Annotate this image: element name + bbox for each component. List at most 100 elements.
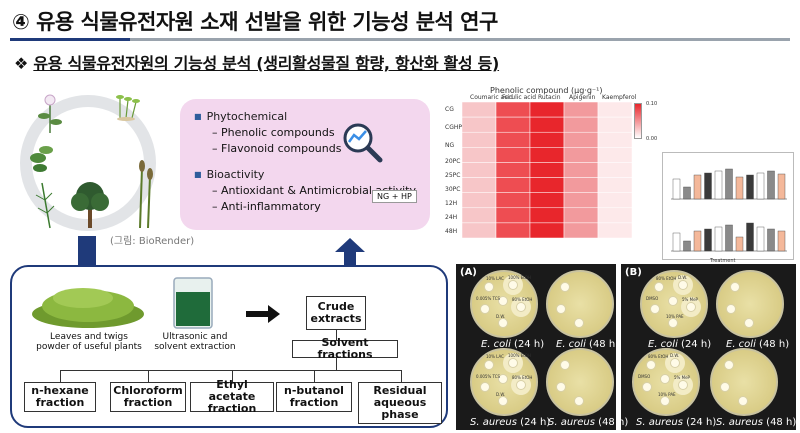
- heatmap-grid: [462, 102, 632, 238]
- section-subtitle: ❖ 유용 식물유전자원의 기능성 분석 (생리활성물질 함량, 항산화 활성 등…: [14, 50, 499, 74]
- antibiotic-disk: [560, 282, 570, 292]
- heatmap-cell: [563, 131, 599, 148]
- agar-plate: [710, 348, 778, 416]
- heatmap-cell: [563, 162, 599, 178]
- chloroform-fraction-box: Chloroform fraction: [110, 382, 186, 412]
- heatmap-cell: [462, 192, 497, 209]
- ic50-bar: [725, 224, 733, 252]
- antibiotic-disk: [484, 282, 494, 292]
- ic50-bar: [746, 222, 754, 252]
- heatmap-cell: [495, 207, 531, 224]
- ic50-bar: [714, 226, 723, 252]
- heatmap-cell: [495, 222, 531, 238]
- disk-label: 10% PAE: [666, 314, 684, 319]
- plate-caption: S. aureus (48 h): [548, 417, 629, 428]
- agar-plate: [546, 270, 614, 338]
- tpc-bar: [704, 172, 712, 200]
- antibiotic-disk: [670, 358, 680, 368]
- heatmap-cell: [462, 162, 497, 178]
- antibiotic-disk: [660, 374, 670, 384]
- heatmap-row-label: 48H: [445, 228, 458, 235]
- ethyl-acetate-fraction-box: Ethyl acetate fraction: [190, 379, 274, 415]
- plate-caption: E. coli (48 h): [726, 339, 790, 350]
- phytochemical-heading: Phytochemical: [194, 109, 416, 125]
- antibiotic-disk: [678, 380, 688, 390]
- connector-line: [60, 370, 61, 382]
- connector-line: [336, 358, 337, 370]
- magnifier-chart-icon: [343, 123, 383, 163]
- antibiotic-disk: [654, 282, 664, 292]
- plate-caption: E. coli (24 h): [481, 339, 545, 350]
- heatmap-cell: [529, 192, 565, 209]
- tpc-bar: [735, 176, 744, 200]
- phenolic-item: Phenolic compounds: [194, 125, 416, 141]
- heatmap-cell: [529, 177, 565, 193]
- antibiotic-disk: [730, 282, 740, 292]
- heatmap-cell: [597, 131, 632, 148]
- antibiotic-disk: [738, 396, 748, 406]
- ic50-bar: [767, 228, 775, 252]
- agar-plate: [546, 348, 614, 416]
- heatmap-cell: [597, 192, 632, 209]
- disk-label: 5% MeP: [682, 297, 698, 302]
- disk-label: D.W.: [670, 353, 680, 358]
- heatmap-cell: [529, 147, 565, 163]
- solvent-fractions-box: Solvent fractions: [292, 337, 398, 361]
- heatmap-cell: [462, 102, 497, 118]
- antibiotic-disk: [508, 280, 518, 290]
- antibiotic-disk: [498, 396, 508, 406]
- disk-label: D.W.: [496, 314, 506, 319]
- plant-illustrations: [30, 94, 153, 229]
- plate-caption: S. aureus (48 h): [716, 417, 797, 428]
- disk-label: 10% PAE: [658, 392, 676, 397]
- heatmap-row-label: 30PC: [445, 186, 461, 193]
- antibiotic-disk: [560, 360, 570, 370]
- page-title: ④ 유용 식물유전자원 소재 선발을 위한 기능성 분석 연구: [12, 10, 498, 34]
- antibiotic-disk: [498, 296, 508, 306]
- tpc-bar: [767, 170, 775, 200]
- plate-caption: E. coli (48 h): [556, 339, 620, 350]
- hexane-fraction-box: n-hexane fraction: [24, 382, 96, 412]
- antibiotic-disk: [516, 302, 526, 312]
- antibiotic-disk: [724, 360, 734, 370]
- section-subtitle-text: 유용 식물유전자원의 기능성 분석 (생리활성물질 함량, 항산화 활성 등): [33, 54, 500, 73]
- disk-label: 5% MeP: [674, 375, 690, 380]
- disk-label: 10% LAC: [486, 276, 504, 281]
- heatmap-cell: [495, 177, 531, 193]
- heatmap-row-label: 24H: [445, 214, 458, 221]
- heatmap-cell: [563, 192, 599, 209]
- bar-charts: [671, 168, 787, 252]
- ng-hp-tag: NG + HP: [372, 190, 417, 203]
- heatmap-cell: [563, 147, 599, 163]
- heatmap-cell: [563, 102, 599, 118]
- heatmap-cell: [529, 116, 565, 133]
- heatmap-cell: [597, 162, 632, 178]
- disk-label: 10% LAC: [486, 354, 504, 359]
- heatmap-cell: [597, 222, 632, 238]
- flavonoid-item: Flavonoid compounds: [194, 141, 416, 157]
- ultrasonic-caption: Ultrasonic and solvent extraction: [154, 332, 236, 352]
- antibiotic-disk: [650, 304, 660, 314]
- antibiotic-disk: [720, 382, 730, 392]
- ic50-bar: [683, 240, 691, 252]
- heatmap-cell: [462, 131, 497, 148]
- heatmap-cell: [597, 102, 632, 118]
- tpc-bar: [693, 174, 702, 200]
- image-credit: (그림: BioRender): [110, 236, 195, 247]
- antibiotic-disk: [516, 380, 526, 390]
- antibiotic-disk: [480, 382, 490, 392]
- right-arrow-icon: [246, 305, 280, 323]
- ic50-bar: [756, 226, 765, 252]
- heatmap-row-label: NG: [445, 142, 455, 149]
- leaf-powder-caption: Leaves and twigs powder of useful plants: [36, 332, 142, 352]
- anti-inflammatory-item: Anti-inflammatory: [194, 199, 416, 215]
- heatmap-cell: [495, 192, 531, 209]
- heatmap-cell: [563, 177, 599, 193]
- antibiotic-disk: [726, 304, 736, 314]
- heatmap-cell: [529, 131, 565, 148]
- bar-x-label: Treatment: [710, 258, 736, 264]
- bioactivity-heading: Bioactivity: [194, 167, 416, 183]
- heatmap-cell: [462, 147, 497, 163]
